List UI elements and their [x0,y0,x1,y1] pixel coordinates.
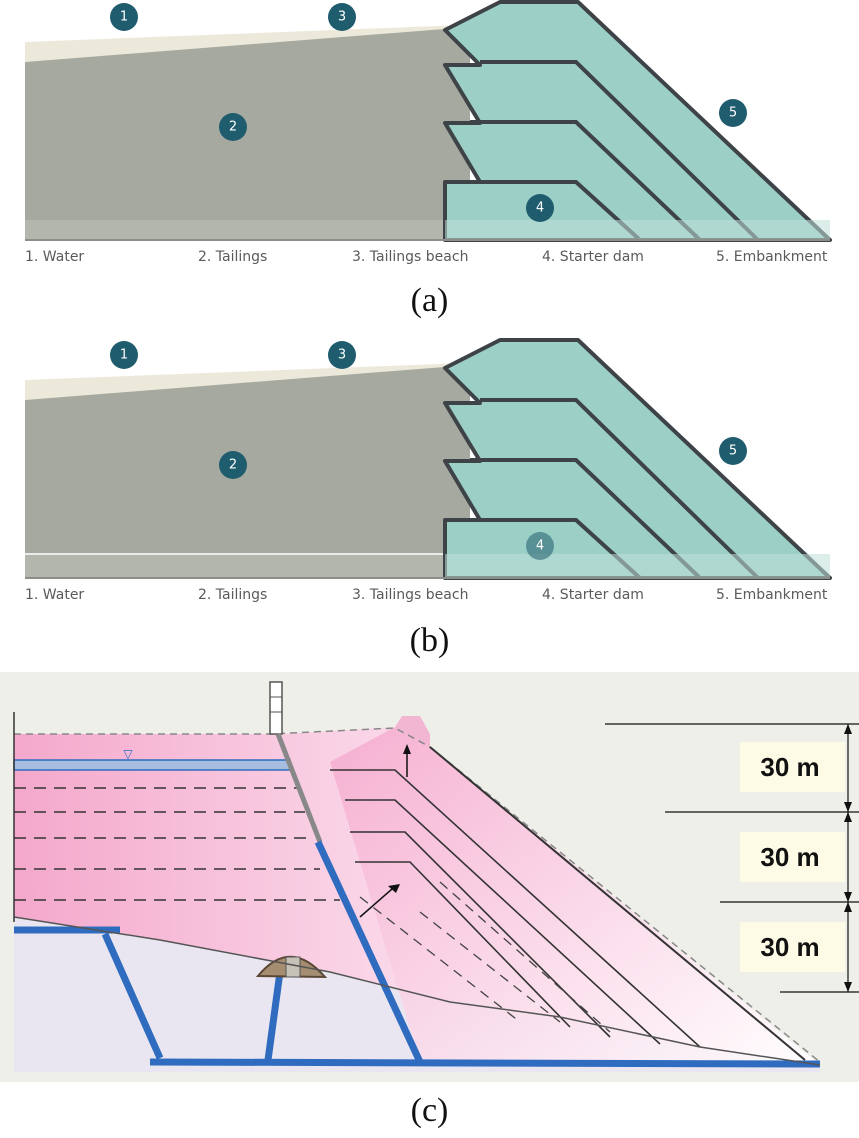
legend-embankment: 5. Embankment [716,587,828,603]
dimension-markers [605,723,859,993]
tailings-area [25,365,470,578]
legend-embankment: 5. Embankment [716,249,828,265]
tailings-base-band [25,554,445,578]
tailings-base-band [25,220,445,240]
badge-starter-dam: 4 [526,194,554,222]
ground-profile [13,916,821,1066]
svg-text:2: 2 [229,120,237,135]
dam-base-band [445,554,830,578]
dam-crest [395,716,430,747]
badge-embankment: 5 [719,437,747,465]
raise-lines [330,769,701,1048]
inner-dashed-layers [359,881,611,1033]
caption-a: (a) [410,282,449,319]
tailings-area [25,27,470,240]
legend-tailings: 2. Tailings [198,249,267,265]
caption-b: (b) [409,622,450,659]
drainage-structure [14,840,821,1068]
raise-line-2 [470,458,702,580]
culvert [285,956,301,978]
svg-text:5: 5 [729,106,737,121]
panel-c-dam-cross-section: ▽ [0,672,859,1082]
embankment [443,0,832,242]
svg-text:4: 4 [536,201,544,216]
svg-text:3: 3 [338,10,346,25]
badge-tailings: 2 [219,451,247,479]
pond-water [13,759,291,771]
svg-text:1: 1 [120,348,128,363]
dam-body [330,727,820,1065]
design-crest-line [14,727,821,1063]
dimension-label-middle: 30 m [740,832,845,882]
legend-starter-dam: 4. Starter dam [542,587,644,603]
badge-tailings: 2 [219,113,247,141]
raise-arrow-diagonal [359,884,400,918]
svg-text:2: 2 [229,458,237,473]
caption-c: (c) [410,1092,449,1129]
tailings-layers [14,787,340,901]
svg-text:30 m: 30 m [760,932,819,962]
embankment [443,338,832,580]
raise-line-1 [480,398,760,580]
decant-pipe [275,733,323,843]
legend-tailings-beach: 3. Tailings beach [352,587,468,603]
legend-starter-dam: 4. Starter dam [542,249,644,265]
water-area [25,24,490,62]
svg-text:30 m: 30 m [760,752,819,782]
panel-b-upstream-dam-diagram: 1 2 3 4 5 1. Water 2. Tailings 3. Tailin… [25,338,832,603]
raise-line-1 [480,60,760,242]
badge-water: 1 [110,341,138,369]
badge-embankment: 5 [719,99,747,127]
badge-tailings-beach: 3 [328,3,356,31]
raise-line-2 [470,120,702,242]
badge-water: 1 [110,3,138,31]
legend-water: 1. Water [25,587,84,603]
raise-arrow-vertical [403,744,411,777]
legend-tailings-beach: 3. Tailings beach [352,249,468,265]
dimension-label-bottom: 30 m [740,922,845,972]
svg-text:1: 1 [120,10,128,25]
svg-text:5: 5 [729,444,737,459]
outer-slope [429,746,806,1061]
decant-tower [269,681,283,735]
badge-starter-dam: 4 [526,532,554,560]
panel-a-upstream-dam-diagram: 1 2 3 4 5 1. Water 2. Tailings 3. Tailin… [25,0,832,265]
water-area [25,362,490,400]
svg-text:4: 4 [536,539,544,554]
dimension-label-top: 30 m [740,742,845,792]
svg-text:3: 3 [338,348,346,363]
badge-tailings-beach: 3 [328,341,356,369]
legend-water: 1. Water [25,249,84,265]
water-level-icon: ▽ [123,747,133,761]
dam-base-band [445,220,830,240]
svg-text:30 m: 30 m [760,842,819,872]
legend-tailings: 2. Tailings [198,587,267,603]
